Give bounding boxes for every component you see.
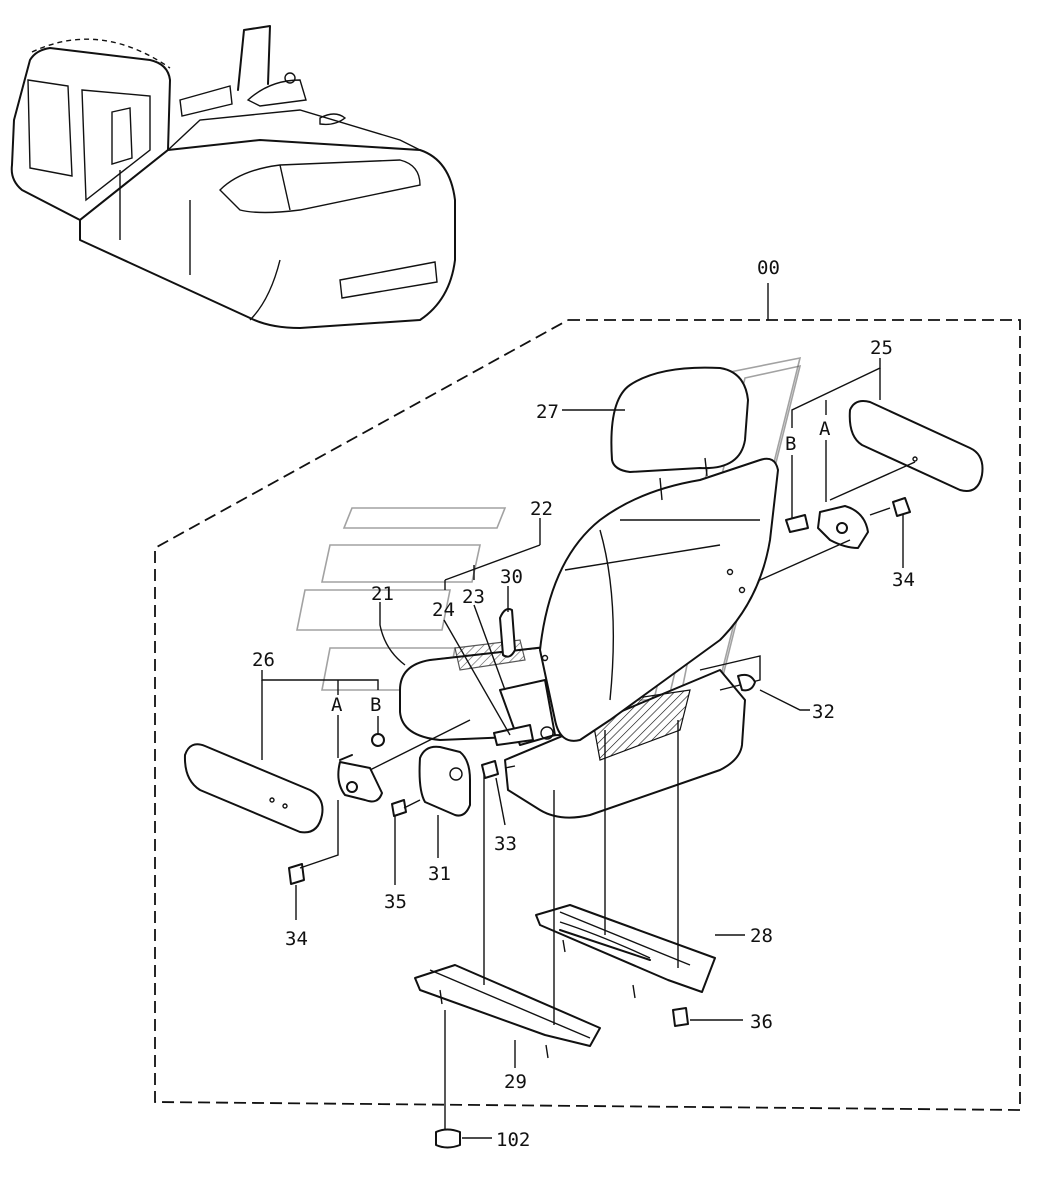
label-34-left: 34 bbox=[285, 928, 308, 950]
label-36: 36 bbox=[750, 1011, 773, 1033]
part-labels: 00 27 22 30 21 24 23 25 B A 34 26 A B 32… bbox=[252, 257, 915, 1151]
label-32: 32 bbox=[812, 701, 835, 723]
label-102: 102 bbox=[496, 1129, 530, 1151]
label-left-a: A bbox=[331, 694, 343, 716]
bolts bbox=[288, 673, 756, 1149]
right-armrest bbox=[785, 400, 984, 549]
label-23: 23 bbox=[462, 586, 485, 608]
label-26: 26 bbox=[252, 649, 275, 671]
label-21: 21 bbox=[371, 583, 394, 605]
label-24: 24 bbox=[432, 599, 455, 621]
label-27: 27 bbox=[536, 401, 559, 423]
label-29: 29 bbox=[504, 1071, 527, 1093]
label-28: 28 bbox=[750, 925, 773, 947]
leader-lines bbox=[261, 358, 916, 1139]
slide-rail-28 bbox=[535, 904, 716, 999]
label-22: 22 bbox=[530, 498, 553, 520]
excavator-overview bbox=[10, 25, 456, 329]
label-33: 33 bbox=[494, 833, 517, 855]
left-armrest bbox=[183, 733, 385, 834]
label-30: 30 bbox=[500, 566, 523, 588]
assembly-boundary bbox=[154, 319, 1021, 1111]
seat-assembly bbox=[399, 366, 779, 819]
side-panel bbox=[418, 745, 471, 817]
label-31: 31 bbox=[428, 863, 451, 885]
slide-rail-29 bbox=[414, 964, 601, 1059]
label-34-right: 34 bbox=[892, 569, 915, 591]
label-00: 00 bbox=[757, 257, 780, 279]
label-25: 25 bbox=[870, 337, 893, 359]
label-35: 35 bbox=[384, 891, 407, 913]
label-right-b: B bbox=[785, 433, 796, 455]
label-left-b: B bbox=[370, 694, 381, 716]
label-right-a: A bbox=[819, 418, 831, 440]
